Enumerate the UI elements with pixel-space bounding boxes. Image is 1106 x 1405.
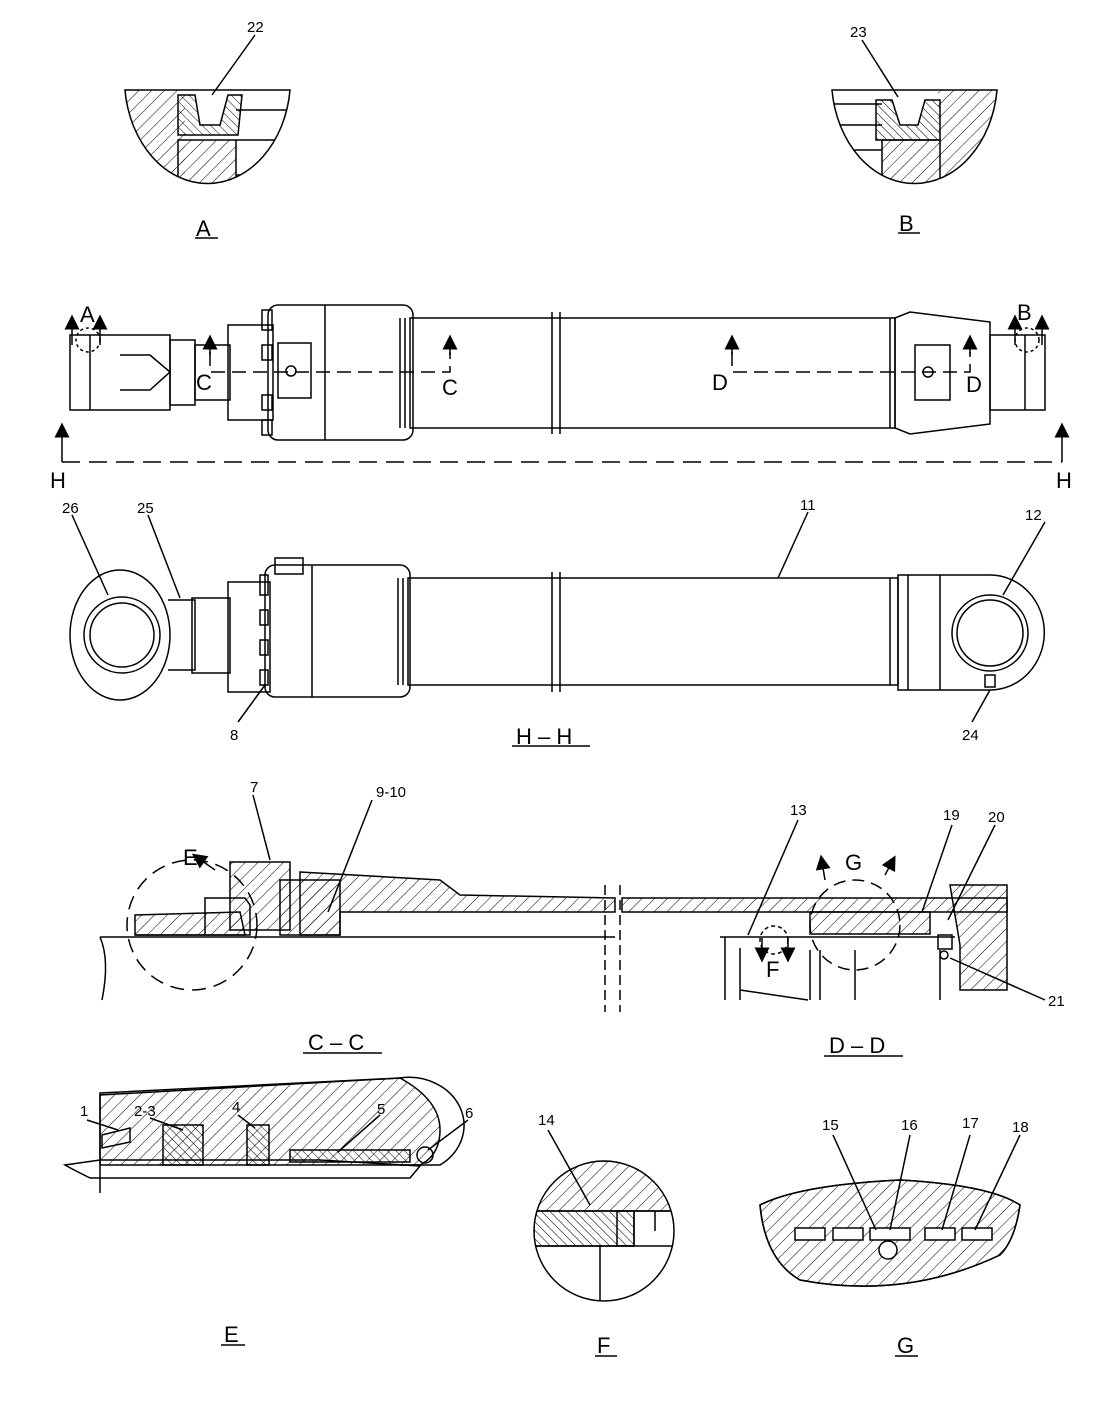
detail-a xyxy=(124,34,291,185)
view-title-dd: D – D xyxy=(829,1033,885,1058)
callout-16: 16 xyxy=(901,1117,918,1134)
callout-2-3: 2-3 xyxy=(134,1103,156,1120)
top-view-cylinder xyxy=(54,304,1070,463)
detail-e xyxy=(62,1076,469,1193)
section-mark-g: G xyxy=(845,850,862,875)
callout-5: 5 xyxy=(377,1101,385,1118)
view-titles: A B H – H C – C D – D E F G xyxy=(196,211,914,1358)
section-mark-d-right: D xyxy=(966,372,982,397)
callout-15: 15 xyxy=(822,1117,839,1134)
view-title-cc: C – C xyxy=(308,1030,364,1055)
cc-section xyxy=(99,794,1008,1012)
view-title-b: B xyxy=(899,211,914,236)
section-mark-c-left: C xyxy=(196,370,212,395)
callout-4: 4 xyxy=(232,1099,240,1116)
view-title-a: A xyxy=(196,216,211,241)
section-mark-e: E xyxy=(183,845,198,870)
callout-20: 20 xyxy=(988,809,1005,826)
callout-1: 1 xyxy=(80,1103,88,1120)
view-title-f: F xyxy=(597,1333,610,1358)
callout-8: 8 xyxy=(230,727,238,744)
view-title-g: G xyxy=(897,1333,914,1358)
dd-section xyxy=(720,819,1046,1001)
callout-9-10: 9-10 xyxy=(376,784,406,801)
callout-19: 19 xyxy=(943,807,960,824)
hh-view-cylinder xyxy=(69,511,1046,723)
section-mark-h-right: H xyxy=(1056,468,1072,493)
callout-18: 18 xyxy=(1012,1119,1029,1136)
callout-23: 23 xyxy=(850,24,867,41)
section-mark-b: B xyxy=(1017,300,1032,325)
callout-6: 6 xyxy=(465,1105,473,1122)
callout-22: 22 xyxy=(247,19,264,36)
callout-24: 24 xyxy=(962,727,979,744)
section-mark-f: F xyxy=(766,957,779,982)
callout-14: 14 xyxy=(538,1112,555,1129)
section-mark-h-left: H xyxy=(50,468,66,493)
section-mark-a: A xyxy=(80,302,95,327)
callout-13: 13 xyxy=(790,802,807,819)
detail-b xyxy=(831,39,998,185)
callout-12: 12 xyxy=(1025,507,1042,524)
section-marks: A B C C D D H H E G F xyxy=(50,300,1072,982)
section-mark-d-left: D xyxy=(712,370,728,395)
callout-26: 26 xyxy=(62,500,79,517)
callout-11: 11 xyxy=(800,497,816,514)
callout-25: 25 xyxy=(137,500,154,517)
section-mark-c-right: C xyxy=(442,375,458,400)
callout-17: 17 xyxy=(962,1115,979,1132)
callout-numbers: 22 23 26 25 11 12 8 24 7 9-10 13 19 20 2… xyxy=(62,19,1065,1136)
view-title-e: E xyxy=(224,1322,239,1347)
callout-7: 7 xyxy=(250,779,258,796)
callout-21: 21 xyxy=(1048,993,1065,1010)
detail-g xyxy=(759,1134,1021,1287)
view-title-hh: H – H xyxy=(516,724,572,749)
detail-f xyxy=(533,1129,675,1302)
